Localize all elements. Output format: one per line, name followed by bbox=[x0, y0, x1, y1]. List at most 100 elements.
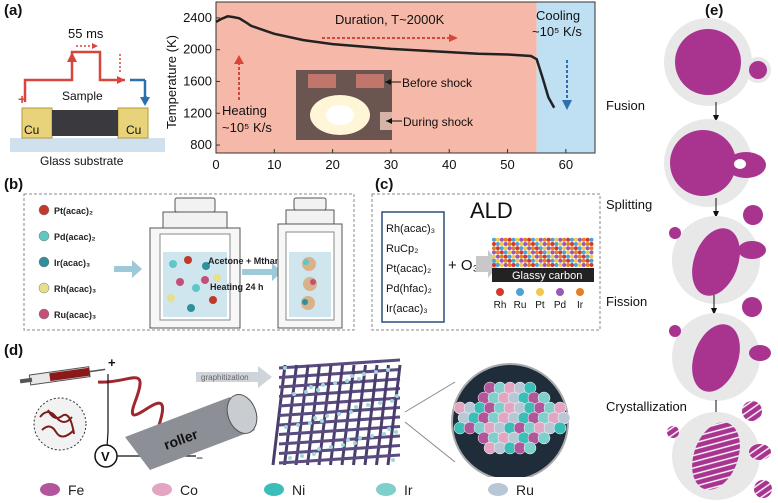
element-dot bbox=[556, 288, 564, 296]
atom bbox=[562, 246, 567, 251]
legend-label: Ni bbox=[292, 482, 306, 498]
atom bbox=[534, 242, 539, 246]
atom bbox=[523, 254, 528, 259]
x-tick-label: 20 bbox=[325, 157, 339, 172]
atom bbox=[562, 254, 567, 259]
void bbox=[734, 159, 746, 169]
particle-small bbox=[749, 61, 767, 79]
atom bbox=[566, 237, 571, 242]
alloy-atom bbox=[553, 421, 567, 435]
ald-precursor-label: Ir(acac)₃ bbox=[386, 303, 428, 315]
substrate-label: Glassy carbon bbox=[512, 270, 582, 282]
atom bbox=[511, 263, 516, 267]
atom bbox=[566, 258, 571, 263]
during-shock-label: During shock bbox=[403, 115, 474, 129]
atom bbox=[534, 237, 539, 242]
legend-swatch bbox=[152, 483, 172, 496]
atom bbox=[585, 258, 590, 263]
atom bbox=[495, 250, 500, 255]
atom bbox=[542, 258, 547, 263]
roller bbox=[125, 397, 255, 470]
atom bbox=[511, 250, 516, 255]
step-fission-label: Fission bbox=[606, 294, 647, 309]
atom bbox=[503, 246, 508, 251]
fusing-particle bbox=[670, 130, 736, 196]
step-crystallization-label: Crystallization bbox=[606, 399, 687, 414]
heating-label: Heating bbox=[222, 103, 267, 118]
atom bbox=[585, 250, 590, 255]
precursor-dot bbox=[38, 256, 50, 268]
electrospinning-schematic: + V roller − graphitization bbox=[19, 355, 571, 477]
atom bbox=[527, 258, 532, 263]
atom bbox=[531, 237, 535, 242]
atom bbox=[581, 254, 586, 259]
atom bbox=[550, 258, 555, 263]
atom bbox=[558, 237, 563, 242]
precursor-dot bbox=[38, 282, 50, 294]
cu-left-label: Cu bbox=[24, 123, 39, 137]
crystallized-particle bbox=[692, 422, 740, 490]
alloy-atom bbox=[523, 441, 537, 455]
atom bbox=[577, 246, 582, 251]
atom bbox=[538, 263, 543, 267]
atom bbox=[566, 246, 571, 251]
panel-label-e: (e) bbox=[705, 2, 724, 19]
atom bbox=[554, 237, 559, 242]
atom bbox=[531, 250, 535, 255]
atom bbox=[499, 246, 504, 251]
joule-heating-device-schematic: 55 ms + - Sample Cu Cu Glass substrate bbox=[10, 26, 165, 168]
heating-rate-label: ~10⁵ K/s bbox=[222, 120, 272, 135]
atom bbox=[534, 258, 539, 263]
atom bbox=[531, 258, 535, 263]
precursor-dot bbox=[38, 308, 50, 320]
step-heating-label: Heating 24 h bbox=[210, 282, 264, 292]
ald-schematic: ALD Rh(acac)₃RuCp₂Pt(acac)₂Pd(hfac)₂Ir(a… bbox=[371, 193, 601, 331]
temperature-curve bbox=[215, 15, 556, 109]
atom bbox=[546, 258, 551, 263]
atom bbox=[554, 254, 559, 259]
arrow-down-icon bbox=[140, 97, 150, 106]
autoclave-cap bbox=[174, 197, 216, 213]
element-label: Pt bbox=[535, 300, 545, 311]
atom bbox=[527, 263, 532, 267]
atom bbox=[534, 254, 539, 259]
atom bbox=[581, 258, 586, 263]
atom bbox=[573, 263, 578, 267]
atom bbox=[507, 263, 512, 267]
atom bbox=[519, 246, 524, 251]
atom bbox=[492, 237, 496, 242]
sample-label: Sample bbox=[62, 89, 103, 103]
atom bbox=[577, 254, 582, 259]
atom bbox=[562, 250, 567, 255]
cooling-rate-label: ~10⁵ K/s bbox=[532, 24, 582, 39]
atom bbox=[503, 250, 508, 255]
atom bbox=[546, 246, 551, 251]
y-tick-label: 1600 bbox=[183, 73, 212, 88]
atom bbox=[515, 237, 520, 242]
atom bbox=[581, 242, 586, 246]
atom bbox=[570, 254, 574, 259]
element-dot bbox=[576, 288, 584, 296]
precursor-label: Ru(acac)₃ bbox=[54, 310, 96, 320]
atom bbox=[570, 250, 574, 255]
atom bbox=[581, 237, 586, 242]
ald-precursor-label: RuCp₂ bbox=[386, 243, 418, 255]
atom bbox=[542, 250, 547, 255]
y-tick-label: 2400 bbox=[183, 10, 212, 25]
atom bbox=[507, 237, 512, 242]
atom bbox=[531, 246, 535, 251]
polymer-inset bbox=[33, 397, 87, 451]
atom bbox=[550, 242, 555, 246]
element-label: Rh bbox=[494, 300, 507, 311]
atom bbox=[527, 246, 532, 251]
atom bbox=[499, 250, 504, 255]
legend-swatch bbox=[488, 483, 508, 496]
atom bbox=[558, 254, 563, 259]
precursor-label: Rh(acac)₃ bbox=[54, 284, 96, 294]
atom bbox=[492, 246, 496, 251]
atom bbox=[495, 237, 500, 242]
carbon-fiber-mesh bbox=[271, 358, 402, 466]
element-label: Ru bbox=[514, 300, 527, 311]
atom bbox=[577, 242, 582, 246]
atom bbox=[519, 263, 524, 267]
